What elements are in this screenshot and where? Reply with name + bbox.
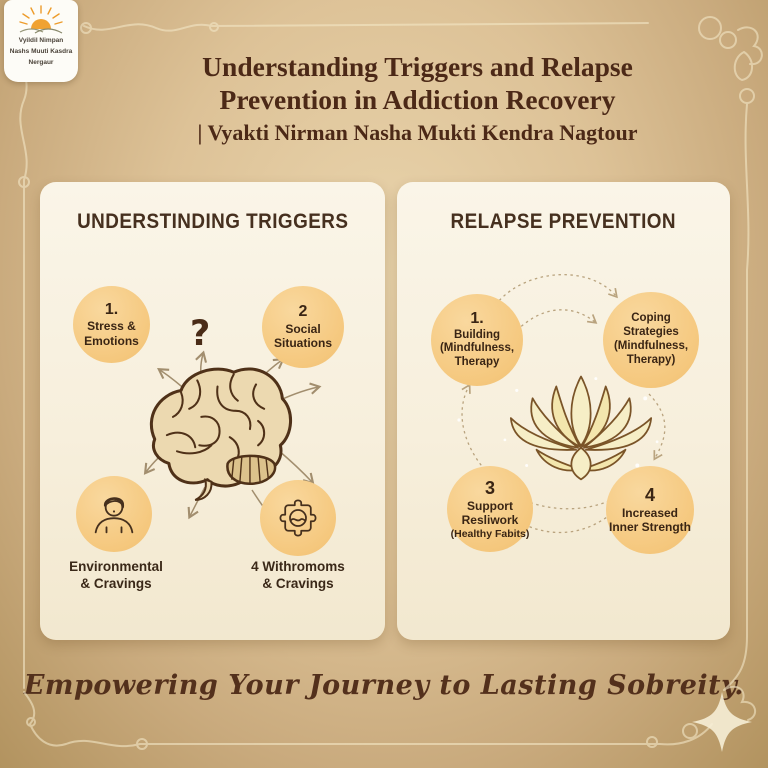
person-icon bbox=[94, 497, 134, 534]
page-subtitle: | Vyakti Nirman Nasha Mukti Kendra Nagto… bbox=[197, 120, 638, 145]
prevention-heading: RELAPSE PREVENTION bbox=[450, 210, 677, 233]
lotus-icon bbox=[503, 375, 659, 481]
logo-name-line3: Nergaur bbox=[28, 59, 54, 67]
trigger-node-stress-emotions: 1. Stress & Emotions bbox=[73, 286, 150, 363]
prevention-node-inner-strength: 4 Increased Inner Strength bbox=[606, 466, 694, 554]
page-title: Understanding Triggers and Relapse Preve… bbox=[202, 51, 633, 115]
node-label: Social Situations bbox=[273, 321, 332, 351]
node-number: 3 bbox=[484, 478, 495, 499]
brain-illustration bbox=[149, 367, 293, 501]
trigger-node-withdrawal bbox=[260, 480, 336, 556]
triggers-heading: UNDERSTINDING TRIGGERS bbox=[76, 210, 349, 233]
prevention-node-support-network: 3 Support Resliwork (Healthy Fabits) bbox=[447, 466, 533, 552]
node-number: 2 bbox=[298, 303, 308, 321]
question-mark: ? bbox=[190, 314, 211, 354]
prevention-node-coping-strategies: Coping Strategies (Mindfulness, Therapy) bbox=[603, 292, 699, 388]
node-number: 1. bbox=[470, 310, 484, 328]
sun-rays-icon bbox=[19, 5, 63, 34]
node-label: Building (Mindfulness, Therapy bbox=[439, 328, 515, 369]
trigger-node-environmental bbox=[76, 476, 152, 552]
logo-card: Vyildil Nimpan Nashs Muuti Kasdra Nergau… bbox=[4, 0, 78, 82]
node-label: Stress & Emotions bbox=[84, 319, 139, 348]
puzzle-icon bbox=[279, 499, 317, 537]
node-label: Increased Inner Strength bbox=[608, 505, 691, 535]
logo-name-line1: Vyildil Nimpan bbox=[18, 37, 64, 44]
node-label: Support Resliwork bbox=[461, 498, 519, 528]
caption-environmental-cravings: Environmental & Cravings bbox=[69, 559, 163, 591]
prevention-panel: RELAPSE PREVENTION bbox=[397, 182, 730, 640]
prevention-node-building: 1. Building (Mindfulness, Therapy bbox=[431, 294, 523, 386]
node-sublabel: (Healthy Fabits) bbox=[450, 527, 530, 540]
triggers-panel: UNDERSTINDING TRIGGERS 1. S bbox=[40, 182, 385, 640]
diamond-sparkle-icon bbox=[692, 692, 752, 752]
header: Understanding Triggers and Relapse Preve… bbox=[90, 50, 745, 146]
node-number: 1. bbox=[104, 300, 119, 318]
node-number: 4 bbox=[644, 485, 655, 506]
node-label: Coping Strategies (Mindfulness, Therapy) bbox=[613, 312, 689, 366]
tagline: Empowering Your Journey to Lasting Sobre… bbox=[23, 670, 745, 701]
caption-withdrawal-cravings: 4 Withromoms & Cravings bbox=[251, 559, 345, 591]
logo-name-line2: Nashs Muuti Kasdra bbox=[9, 48, 73, 56]
trigger-node-social-situations: 2 Social Situations bbox=[262, 286, 344, 368]
